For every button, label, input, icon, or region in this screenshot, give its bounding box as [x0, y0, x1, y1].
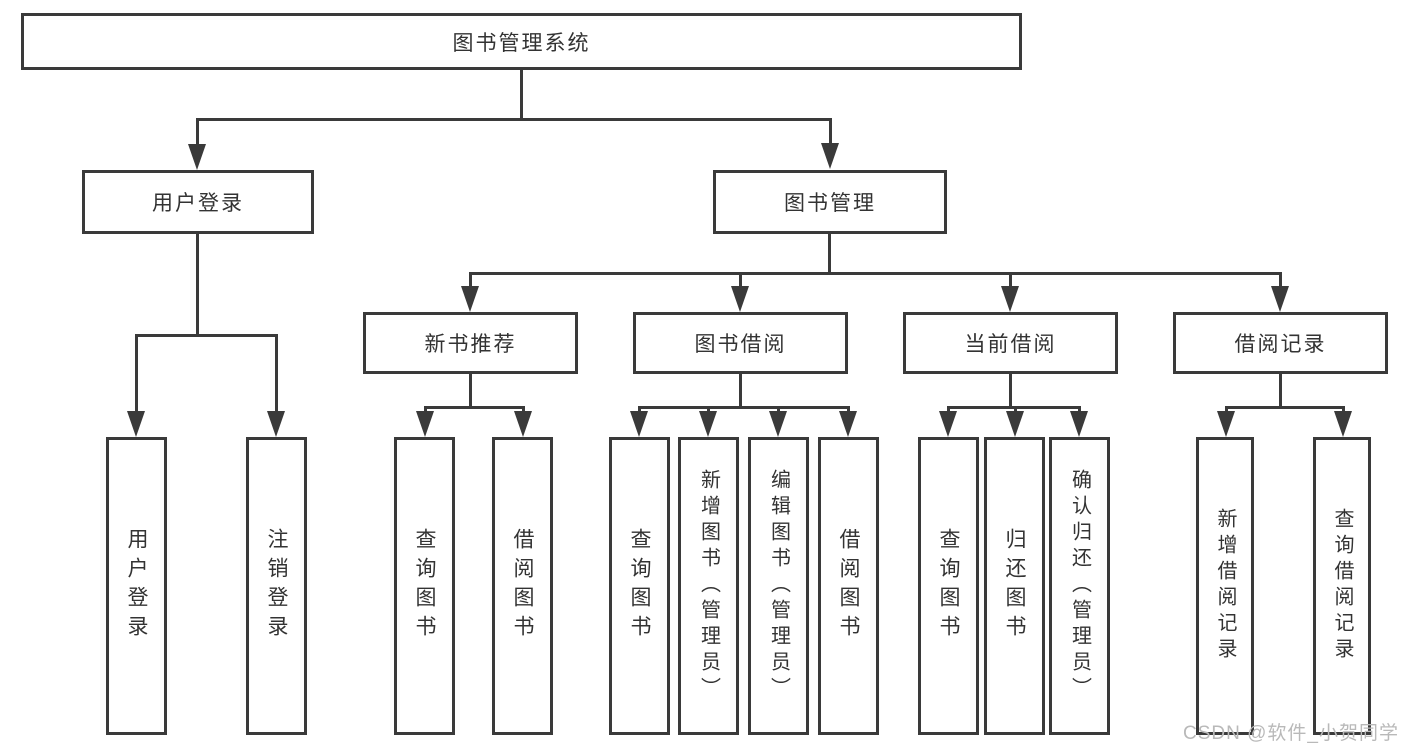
node-label: 归还图书 — [1003, 528, 1026, 644]
node-label: 借阅图书 — [837, 528, 860, 644]
leaf-query-books-borrowing: 查询图书 — [609, 437, 670, 735]
node-label: 新书推荐 — [424, 333, 517, 356]
arrow-down-icon — [514, 411, 532, 437]
node-label: 用户登录 — [152, 192, 244, 215]
node-label: 新增借阅记录 — [1214, 508, 1236, 664]
node-label: 图书管理 — [784, 192, 876, 215]
leaf-add-borrow-record: 新增借阅记录 — [1196, 437, 1254, 735]
arrow-down-icon — [699, 411, 717, 437]
node-book-borrowing: 图书借阅 — [633, 312, 848, 374]
node-label: 借阅记录 — [1234, 333, 1327, 356]
connector-line — [1078, 406, 1081, 415]
node-label: 借阅图书 — [511, 528, 534, 644]
node-label: 查询图书 — [413, 528, 436, 644]
leaf-user-login: 用户登录 — [106, 437, 167, 735]
connector-line — [522, 406, 525, 415]
arrow-down-icon — [1217, 411, 1235, 437]
arrow-down-icon — [267, 411, 285, 437]
connector-line — [469, 374, 472, 409]
connector-line — [739, 374, 742, 409]
connector-line — [135, 334, 138, 414]
connector-line — [947, 406, 950, 415]
arrow-down-icon — [127, 411, 145, 437]
connector-line — [469, 272, 472, 288]
connector-line — [707, 406, 710, 415]
leaf-query-books-current: 查询图书 — [918, 437, 979, 735]
connector-line — [520, 69, 523, 121]
leaf-borrow-books: 借阅图书 — [818, 437, 879, 735]
leaf-borrow-books-recommend: 借阅图书 — [492, 437, 553, 735]
arrow-down-icon — [769, 411, 787, 437]
node-label: 当前借阅 — [964, 333, 1057, 356]
connector-line — [1342, 406, 1345, 415]
node-root-library-management-system: 图书管理系统 — [21, 13, 1022, 70]
arrow-down-icon — [821, 143, 839, 169]
connector-line — [469, 272, 1282, 275]
arrow-down-icon — [1070, 411, 1088, 437]
node-new-book-recommend: 新书推荐 — [363, 312, 578, 374]
leaf-edit-books-admin: 编辑图书（管理员） — [748, 437, 809, 735]
connector-line — [1225, 406, 1228, 415]
node-label: 图书借阅 — [694, 333, 787, 356]
arrow-down-icon — [1271, 286, 1289, 312]
node-book-management: 图书管理 — [713, 170, 947, 234]
connector-line — [275, 334, 278, 414]
leaf-query-books-recommend: 查询图书 — [394, 437, 455, 735]
leaf-confirm-return-admin: 确认归还（管理员） — [1049, 437, 1110, 735]
connector-line — [847, 406, 850, 415]
node-label: 注销登录 — [265, 528, 288, 644]
node-label: 查询图书 — [628, 528, 651, 644]
node-label: 查询借阅记录 — [1331, 508, 1353, 664]
leaf-query-borrow-record: 查询借阅记录 — [1313, 437, 1371, 735]
connector-line — [1009, 374, 1012, 409]
csdn-watermark: CSDN @软件_小贺同学 — [1183, 723, 1399, 744]
connector-line — [1014, 406, 1017, 415]
arrow-down-icon — [939, 411, 957, 437]
node-user-login: 用户登录 — [82, 170, 314, 234]
connector-line — [829, 118, 832, 145]
node-label: 确认归还（管理员） — [1068, 469, 1091, 703]
node-current-borrowing: 当前借阅 — [903, 312, 1118, 374]
connector-line — [947, 406, 1080, 409]
node-label: 用户登录 — [125, 528, 148, 644]
arrow-down-icon — [1006, 411, 1024, 437]
arrow-down-icon — [1334, 411, 1352, 437]
arrow-down-icon — [731, 286, 749, 312]
leaf-logout: 注销登录 — [246, 437, 307, 735]
connector-line — [424, 406, 524, 409]
connector-line — [424, 406, 427, 415]
connector-line — [196, 118, 199, 146]
leaf-add-books-admin: 新增图书（管理员） — [678, 437, 739, 735]
connector-line — [777, 406, 780, 415]
node-label: 图书管理系统 — [452, 31, 591, 55]
connector-line — [196, 118, 832, 121]
connector-line — [739, 272, 742, 288]
node-borrowing-records: 借阅记录 — [1173, 312, 1388, 374]
node-label: 编辑图书（管理员） — [767, 469, 790, 703]
connector-line — [1279, 272, 1282, 288]
connector-line — [638, 406, 641, 415]
node-label: 新增图书（管理员） — [697, 469, 720, 703]
arrow-down-icon — [461, 286, 479, 312]
connector-line — [1225, 406, 1343, 409]
connector-line — [1279, 374, 1282, 409]
connector-line — [196, 234, 199, 337]
connector-line — [638, 406, 850, 409]
arrow-down-icon — [1001, 286, 1019, 312]
connector-line — [828, 234, 831, 275]
leaf-return-books: 归还图书 — [984, 437, 1045, 735]
arrow-down-icon — [188, 144, 206, 170]
node-label: 查询图书 — [937, 528, 960, 644]
connector-line — [1009, 272, 1012, 288]
arrow-down-icon — [839, 411, 857, 437]
arrow-down-icon — [416, 411, 434, 437]
arrow-down-icon — [630, 411, 648, 437]
connector-line — [135, 334, 278, 337]
